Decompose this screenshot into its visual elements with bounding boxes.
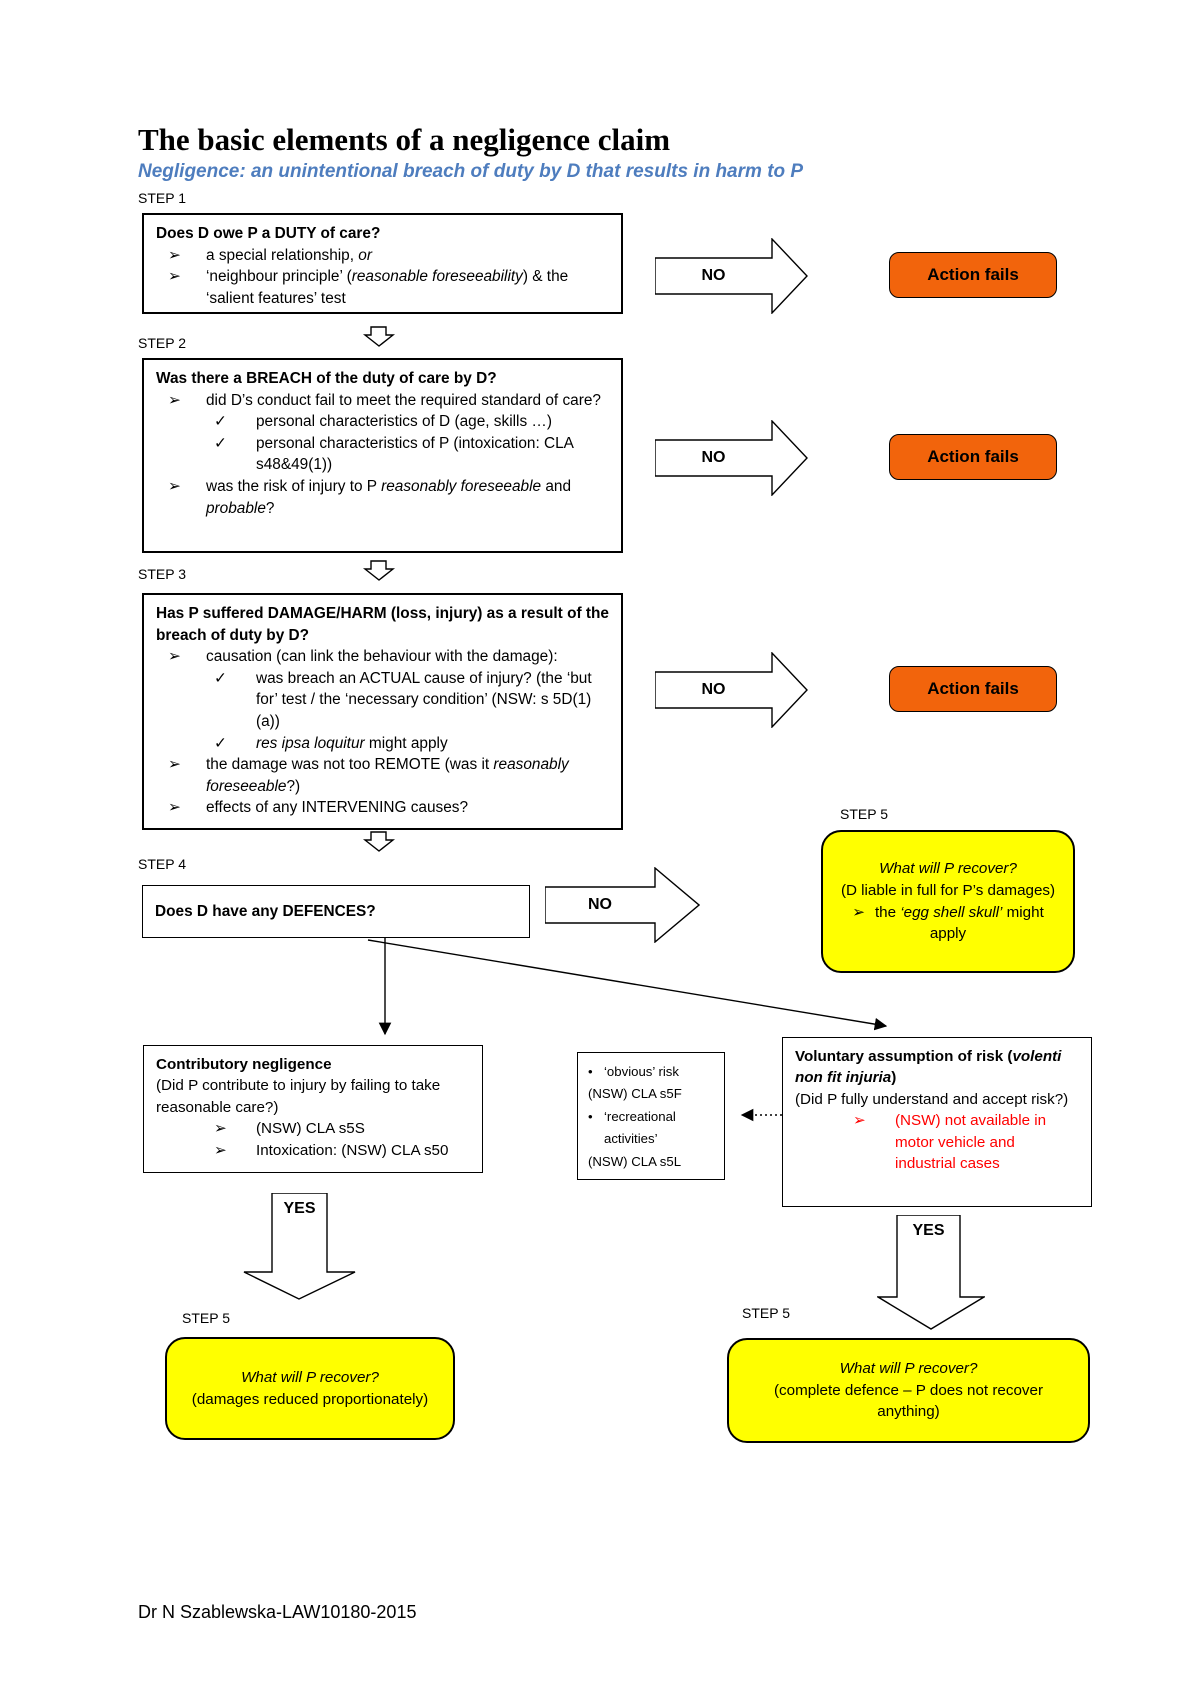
- right-block-arrow-icon: [544, 866, 701, 944]
- recover-reduced-box: What will P recover?(damages reduced pro…: [165, 1337, 455, 1440]
- step-4-defences-text: Does D have any DEFENCES?: [155, 902, 376, 920]
- statute-note-box: •‘obvious’ risk(NSW) CLA s5F•‘recreation…: [577, 1052, 725, 1180]
- no-arrow-label: NO: [701, 449, 726, 466]
- step-1-duty-text: Does D owe P a DUTY of care?➢a special r…: [156, 225, 569, 307]
- recover-nothing-text: What will P recover?(complete defence – …: [773, 1360, 1044, 1421]
- page-title: The basic elements of a negligence claim: [138, 122, 671, 157]
- step-2-label: STEP 2: [138, 335, 186, 351]
- no-arrow-label: NO: [588, 896, 612, 913]
- footer-credit: Dr N Szablewska-LAW10180-2015: [138, 1602, 417, 1622]
- right-block-arrow-icon: [654, 237, 808, 315]
- no-arrow-step1: NO: [654, 237, 808, 315]
- page-subtitle: Negligence: an unintentional breach of d…: [138, 161, 804, 182]
- no-arrow-step3: NO: [654, 651, 808, 729]
- step-5-label-top: STEP 5: [840, 806, 888, 822]
- no-arrow-label: NO: [701, 681, 726, 698]
- no-arrow-step4: NO: [544, 866, 701, 944]
- action-fails-box-3: Action fails: [889, 666, 1057, 712]
- yes-arrow-contributory: YES: [243, 1192, 356, 1300]
- yes-arrow-label: YES: [912, 1222, 945, 1239]
- step-2-breach-box: Was there a BREACH of the duty of care b…: [142, 358, 623, 553]
- no-arrow-step2: NO: [654, 419, 808, 497]
- contributory-negligence-box: Contributory negligence(Did P contribute…: [143, 1045, 483, 1173]
- flow-down-arrow-icon: [362, 326, 396, 347]
- down-block-arrow-icon: [243, 1192, 356, 1300]
- flow-down-arrow-icon: [362, 560, 396, 581]
- right-block-arrow-icon: [654, 419, 808, 497]
- voluntary-assumption-box: Voluntary assumption of risk (volenti no…: [782, 1037, 1092, 1207]
- no-arrow-label: NO: [701, 267, 726, 284]
- statute-note-text: •‘obvious’ risk(NSW) CLA s5F•‘recreation…: [588, 1064, 682, 1169]
- recover-full-box: What will P recover?(D liable in full fo…: [821, 830, 1075, 973]
- step-3-damage-box: Has P suffered DAMAGE/HARM (loss, injury…: [142, 593, 623, 830]
- voluntary-assumption-text: Voluntary assumption of risk (volenti no…: [795, 1048, 1069, 1173]
- yes-arrow-label: YES: [283, 1200, 316, 1217]
- step-1-label: STEP 1: [138, 190, 186, 206]
- action-fails-box-1: Action fails: [889, 252, 1057, 298]
- flow-down-arrow-icon: [362, 831, 396, 852]
- step-3-label: STEP 3: [138, 566, 186, 582]
- step-2-breach-text: Was there a BREACH of the duty of care b…: [156, 370, 601, 517]
- right-block-arrow-icon: [654, 651, 808, 729]
- step-1-duty-box: Does D owe P a DUTY of care?➢a special r…: [142, 213, 623, 314]
- yes-arrow-voluntary: YES: [875, 1214, 987, 1330]
- step-4-label: STEP 4: [138, 856, 186, 872]
- recover-reduced-text: What will P recover?(damages reduced pro…: [191, 1368, 429, 1408]
- step-5-label-left: STEP 5: [182, 1310, 230, 1326]
- recover-full-text: What will P recover?(D liable in full fo…: [840, 860, 1056, 943]
- step-5-label-right: STEP 5: [742, 1305, 790, 1321]
- action-fails-box-2: Action fails: [889, 434, 1057, 480]
- recover-nothing-box: What will P recover?(complete defence – …: [727, 1338, 1090, 1443]
- contributory-negligence-text: Contributory negligence(Did P contribute…: [156, 1056, 449, 1159]
- step-3-damage-text: Has P suffered DAMAGE/HARM (loss, injury…: [156, 605, 609, 817]
- step-4-defences-box: Does D have any DEFENCES?: [142, 885, 530, 938]
- down-block-arrow-icon: [875, 1214, 987, 1330]
